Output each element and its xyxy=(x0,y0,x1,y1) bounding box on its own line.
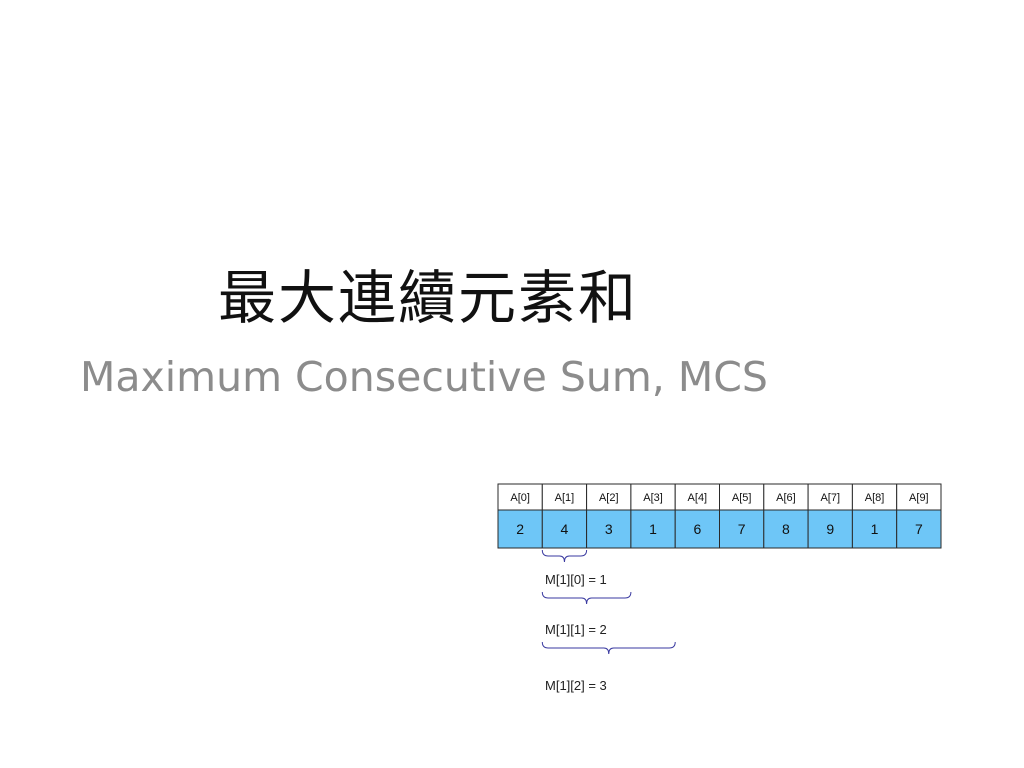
value-cell xyxy=(719,509,765,549)
value-label: 8 xyxy=(782,521,790,537)
header-label: A[6] xyxy=(776,492,796,504)
header-cell xyxy=(630,483,676,511)
value-cell xyxy=(541,509,588,549)
annotation-label: M[1][1] = 2 xyxy=(545,622,607,637)
array-table: A[0] 2 A[1] 4 A[2] 3 A[3] 1 A[4] 6 A[5] 7 A[6] 8 A[7] 9… xyxy=(497,483,942,549)
value-label: 9 xyxy=(826,521,834,537)
annotation-label: M[1][2] = 3 xyxy=(545,678,607,693)
subarray-annotations: M[1][0] = 1 M[1][1] = 2 M[1][2] = 3 xyxy=(541,549,676,693)
value-cell xyxy=(674,509,721,549)
slide-title: 最大連續元素和 xyxy=(218,264,639,332)
value-label: 6 xyxy=(693,521,701,537)
header-cell xyxy=(763,483,809,511)
value-label: 1 xyxy=(649,521,657,537)
value-label: 1 xyxy=(871,521,879,537)
header-label: A[0] xyxy=(510,492,530,504)
value-cell xyxy=(851,509,898,549)
header-cell xyxy=(851,483,898,511)
header-label: A[4] xyxy=(688,492,708,504)
header-label: A[5] xyxy=(732,492,752,504)
value-label: 7 xyxy=(738,521,746,537)
curly-brace xyxy=(541,641,676,655)
annotation-label: M[1][0] = 1 xyxy=(545,572,607,587)
value-cell xyxy=(896,509,942,549)
value-label: 7 xyxy=(915,521,923,537)
header-cell xyxy=(896,483,942,511)
curly-brace xyxy=(541,591,632,605)
value-cell xyxy=(630,509,676,549)
value-cell xyxy=(586,509,632,549)
slide-subtitle: Maximum Consecutive Sum, MCS xyxy=(80,353,768,401)
header-label: A[3] xyxy=(643,492,663,504)
header-label: A[2] xyxy=(599,492,619,504)
header-label: A[8] xyxy=(865,492,885,504)
header-label: A[1] xyxy=(555,492,575,504)
value-label: 2 xyxy=(516,521,524,537)
curly-brace xyxy=(541,549,588,563)
value-cell xyxy=(763,509,809,549)
value-label: 3 xyxy=(605,521,613,537)
header-label: A[9] xyxy=(909,492,929,504)
value-label: 4 xyxy=(561,521,569,537)
header-cell xyxy=(586,483,632,511)
header-label: A[7] xyxy=(820,492,840,504)
